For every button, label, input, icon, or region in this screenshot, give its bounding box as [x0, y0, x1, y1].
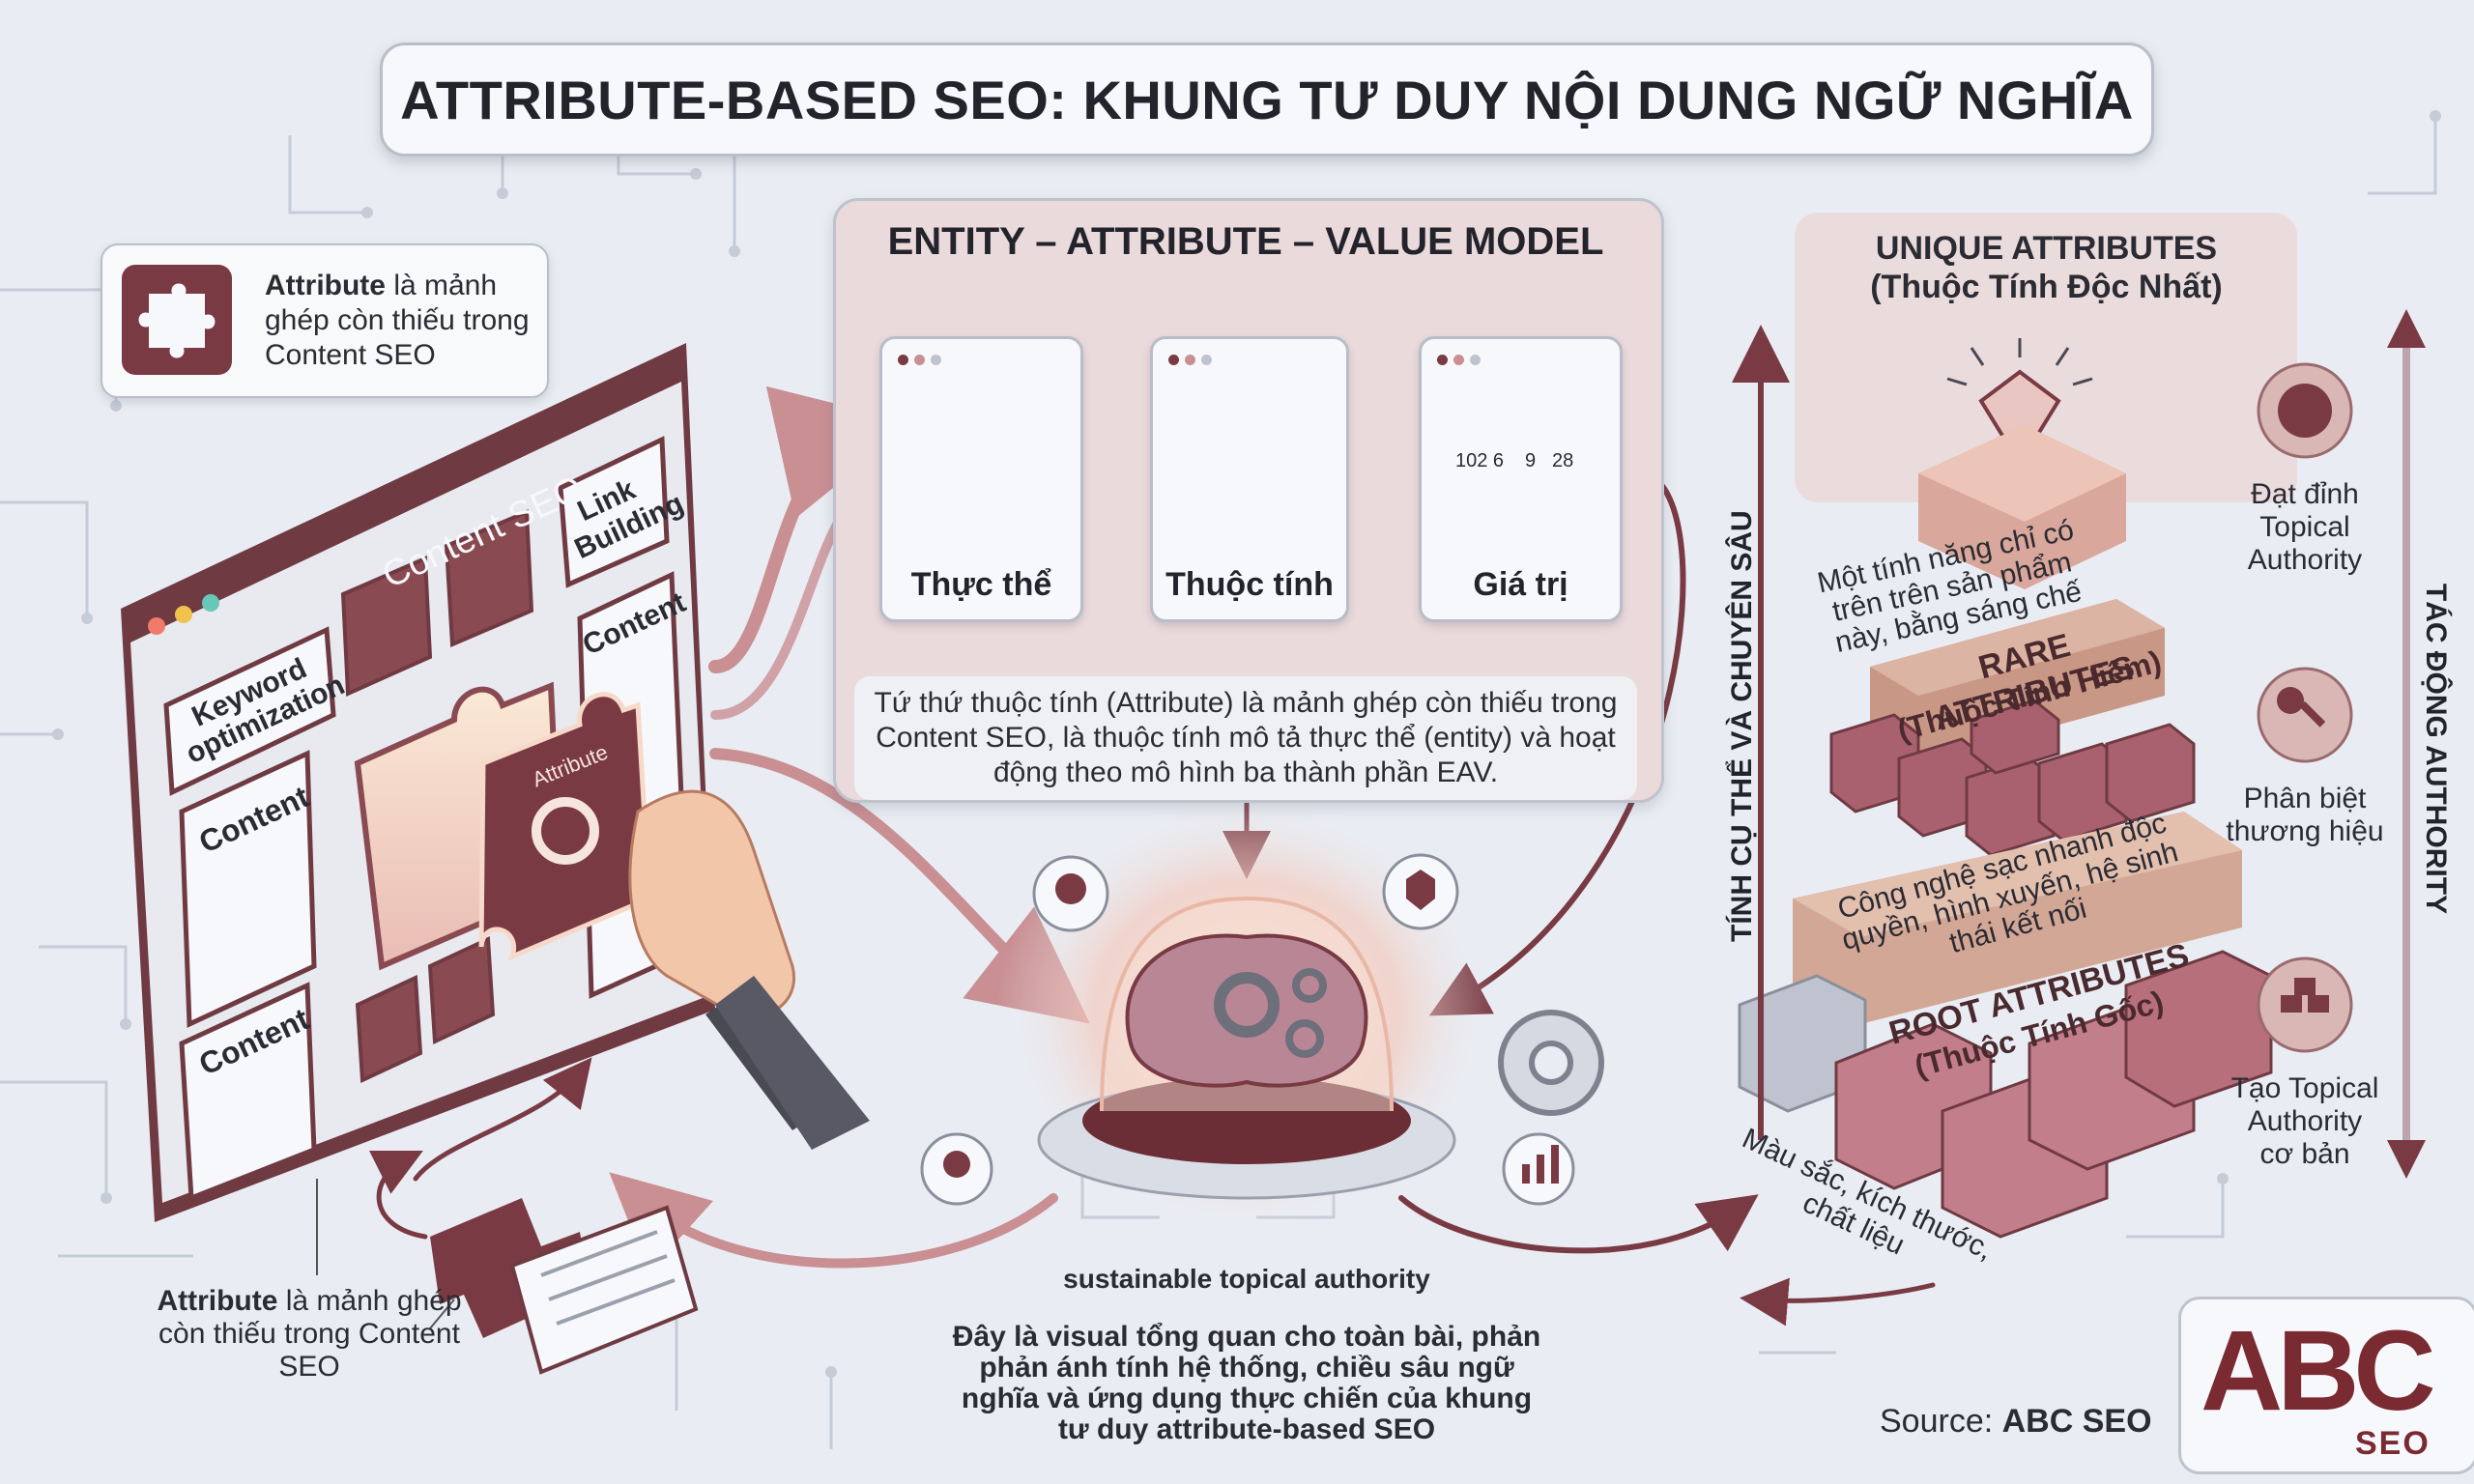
screen-value-c: 28 [1552, 450, 1574, 471]
content-seo-board [121, 343, 870, 1222]
callout-text: Attribute là mảnh ghép còn thiếu trong C… [265, 270, 530, 371]
entity-card: Thực thể [879, 336, 1083, 622]
attribute-label: Thuộc tính [1165, 566, 1334, 603]
screen-value-a: 102 6 [1455, 450, 1505, 471]
brain-dome [995, 792, 1498, 1237]
right-axis-label: TÁC ĐỘNG AUTHORITY [2420, 583, 2452, 915]
eav-description: Tứ thứ thuộc tính (Attribute) là mảnh gh… [854, 676, 1637, 800]
value-label: Giá trị [1473, 566, 1568, 603]
side-label-base: Tạo Topical Authority cơ bản [2230, 1072, 2379, 1170]
page-title: ATTRIBUTE-BASED SEO: KHUNG TƯ DUY NỘI DU… [400, 69, 2134, 130]
attribute-pyramid [1738, 213, 2297, 1239]
eav-title: ENTITY – ATTRIBUTE – VALUE MODEL [887, 220, 1604, 263]
entity-label: Thực thể [910, 566, 1052, 603]
attribute-card: Thuộc tính [1150, 336, 1349, 622]
unique-title: UNIQUE ATTRIBUTES [1875, 230, 2218, 267]
side-label-brand: Phân biệt thương hiệu [2226, 783, 2384, 847]
center-label: sustainable topical authority [1063, 1264, 1430, 1294]
bottom-left-caption: Attribute là mảnh ghép còn thiếu trong C… [157, 1285, 462, 1383]
title-bar: ATTRIBUTE-BASED SEO: KHUNG TƯ DUY NỘI DU… [380, 43, 2154, 157]
side-label-peak: Đạt đỉnh Topical Authority [2247, 478, 2363, 576]
abc-seo-logo: ABC SEO [2178, 1297, 2474, 1474]
left-axis-label: TÍNH CỤ THỂ VÀ CHUYÊN SÂU [1726, 510, 1758, 942]
unique-subtitle: (Thuộc Tính Độc Nhất) [1870, 269, 2223, 305]
screen-value-main: 234,700 [1476, 413, 1554, 437]
source-line: Source: ABC SEO [1880, 1403, 2152, 1440]
screen-value-b: 9 [1525, 450, 1537, 471]
puzzle-icon [122, 265, 232, 375]
center-description: Đây là visual tổng quan cho toàn bài, ph… [952, 1321, 1541, 1445]
attribute-callout: Attribute là mảnh ghép còn thiếu trong C… [101, 243, 549, 398]
value-card: Giá trị [1419, 336, 1623, 622]
loose-puzzle-piece [430, 1198, 699, 1375]
